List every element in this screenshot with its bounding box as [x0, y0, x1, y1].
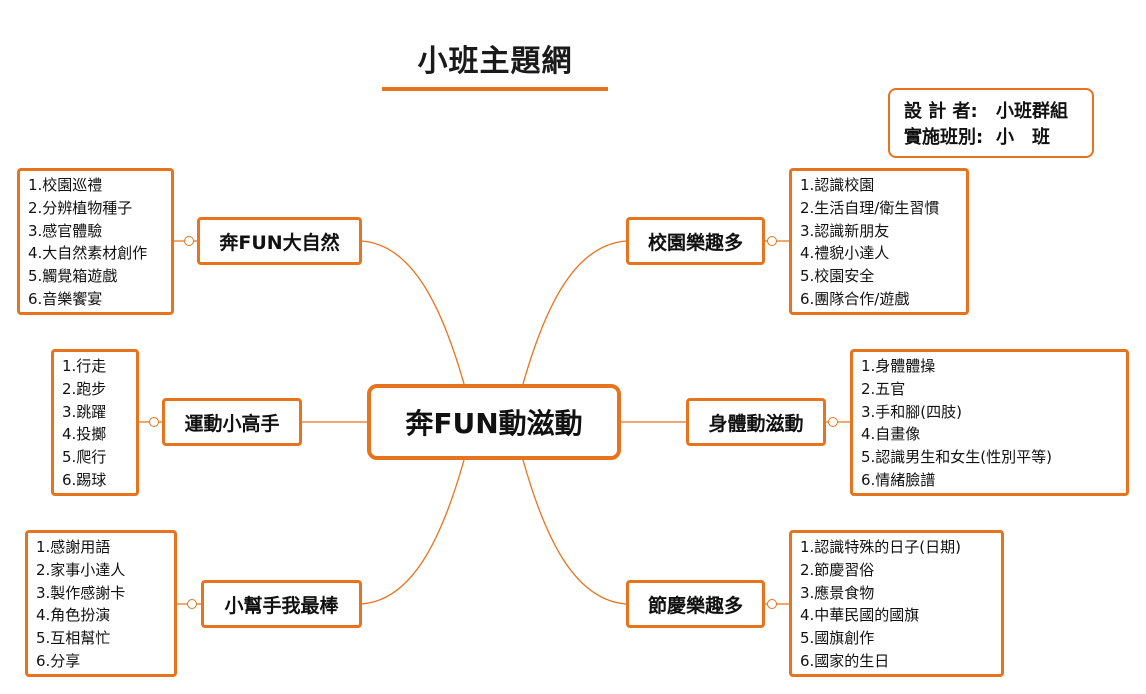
list-item: 3.跳躍	[62, 402, 107, 421]
page-title: 小班主題網	[417, 44, 573, 79]
list-item: 5.認識男生和女生(性別平等)	[861, 448, 1053, 467]
list-item: 6.分享	[36, 651, 81, 670]
list-item: 3.認識新朋友	[800, 221, 890, 240]
collapse-dot-icon[interactable]	[149, 417, 159, 427]
list-nature: 1.校園巡禮 2.分辨植物種子 3.感官體驗 4.大自然素材創作 5.觸覺箱遊戲…	[17, 168, 174, 315]
list-item: 6.踢球	[62, 470, 107, 489]
list-item: 4.禮貌小達人	[800, 244, 890, 263]
list-item: 6.國家的生日	[800, 651, 890, 670]
branch-festival[interactable]: 節慶樂趣多	[626, 580, 765, 628]
list-item: 1.校園巡禮	[28, 176, 103, 194]
list-item: 3.感官體驗	[28, 221, 103, 240]
connector-center-helper	[361, 459, 465, 605]
list-helper: 1.感謝用語 2.家事小達人 3.製作感謝卡 4.角色扮演 5.互相幫忙 6.分…	[25, 530, 177, 677]
list-item: 1.行走	[62, 357, 107, 375]
list-item: 6.音樂饗宴	[28, 289, 103, 308]
branch-helper[interactable]: 小幫手我最棒	[201, 580, 362, 628]
collapse-dot-icon[interactable]	[828, 417, 838, 427]
list-item: 5.觸覺箱遊戲	[28, 267, 118, 286]
connector-center-festival	[522, 459, 627, 605]
designer-row: 設 計 者: 小班群組	[904, 99, 1092, 125]
list-item: 5.國旗創作	[800, 629, 875, 648]
list-item: 2.家事小達人	[36, 560, 126, 579]
list-item: 3.製作感謝卡	[36, 583, 126, 602]
list-campus: 1.認識校園 2.生活自理/衛生習慣 3.認識新朋友 4.禮貌小達人 5.校園安…	[789, 168, 969, 315]
list-item: 2.生活自理/衛生習慣	[800, 198, 940, 217]
list-item: 4.角色扮演	[36, 606, 111, 625]
title-underline	[382, 87, 608, 91]
branch-campus[interactable]: 校園樂趣多	[626, 217, 765, 265]
list-item: 1.認識特殊的日子(日期)	[800, 538, 962, 556]
list-festival: 1.認識特殊的日子(日期) 2.節慶習俗 3.應景食物 4.中華民國的國旗 5.…	[789, 530, 1004, 677]
list-item: 5.校園安全	[800, 267, 875, 286]
list-sports: 1.行走 2.跑步 3.跳躍 4.投擲 5.爬行 6.踢球	[51, 349, 139, 496]
list-item: 1.感謝用語	[36, 538, 111, 556]
list-item: 5.爬行	[62, 448, 107, 467]
connector-center-campus	[522, 240, 627, 385]
collapse-dot-icon[interactable]	[184, 236, 194, 246]
list-item: 6.團隊合作/遊戲	[800, 289, 910, 308]
designer-label: 設 計 者:	[904, 101, 978, 122]
list-body: 1.身體體操 2.五官 3.手和腳(四肢) 4.自畫像 5.認識男生和女生(性別…	[850, 349, 1129, 496]
class-row: 實施班別: 小 班	[904, 125, 1092, 151]
list-item: 5.互相幫忙	[36, 629, 111, 648]
list-item: 4.中華民國的國旗	[800, 606, 920, 625]
list-item: 6.情緒臉譜	[861, 470, 936, 489]
list-item: 3.手和腳(四肢)	[861, 402, 963, 421]
list-item: 2.分辨植物種子	[28, 198, 133, 217]
list-item: 1.認識校園	[800, 176, 875, 194]
list-item: 4.自畫像	[861, 425, 921, 444]
connector-center-nature	[361, 240, 465, 385]
info-box: 設 計 者: 小班群組 實施班別: 小 班	[888, 88, 1094, 158]
list-item: 2.五官	[861, 379, 906, 398]
list-item: 4.大自然素材創作	[28, 244, 148, 263]
collapse-dot-icon[interactable]	[187, 599, 197, 609]
list-item: 3.應景食物	[800, 583, 875, 602]
list-item: 4.投擲	[62, 425, 107, 444]
list-item: 2.跑步	[62, 379, 107, 398]
list-item: 1.身體體操	[861, 357, 936, 375]
collapse-dot-icon[interactable]	[767, 236, 777, 246]
class-label: 實施班別:	[904, 127, 984, 148]
branch-nature[interactable]: 奔FUN大自然	[197, 217, 362, 265]
designer-value: 小班群組	[996, 101, 1068, 122]
branch-sports[interactable]: 運動小高手	[162, 398, 302, 446]
list-item: 2.節慶習俗	[800, 560, 875, 579]
central-topic[interactable]: 奔FUN動滋動	[367, 384, 621, 460]
class-value: 小 班	[996, 127, 1050, 148]
branch-body[interactable]: 身體動滋動	[686, 398, 826, 446]
collapse-dot-icon[interactable]	[767, 599, 777, 609]
